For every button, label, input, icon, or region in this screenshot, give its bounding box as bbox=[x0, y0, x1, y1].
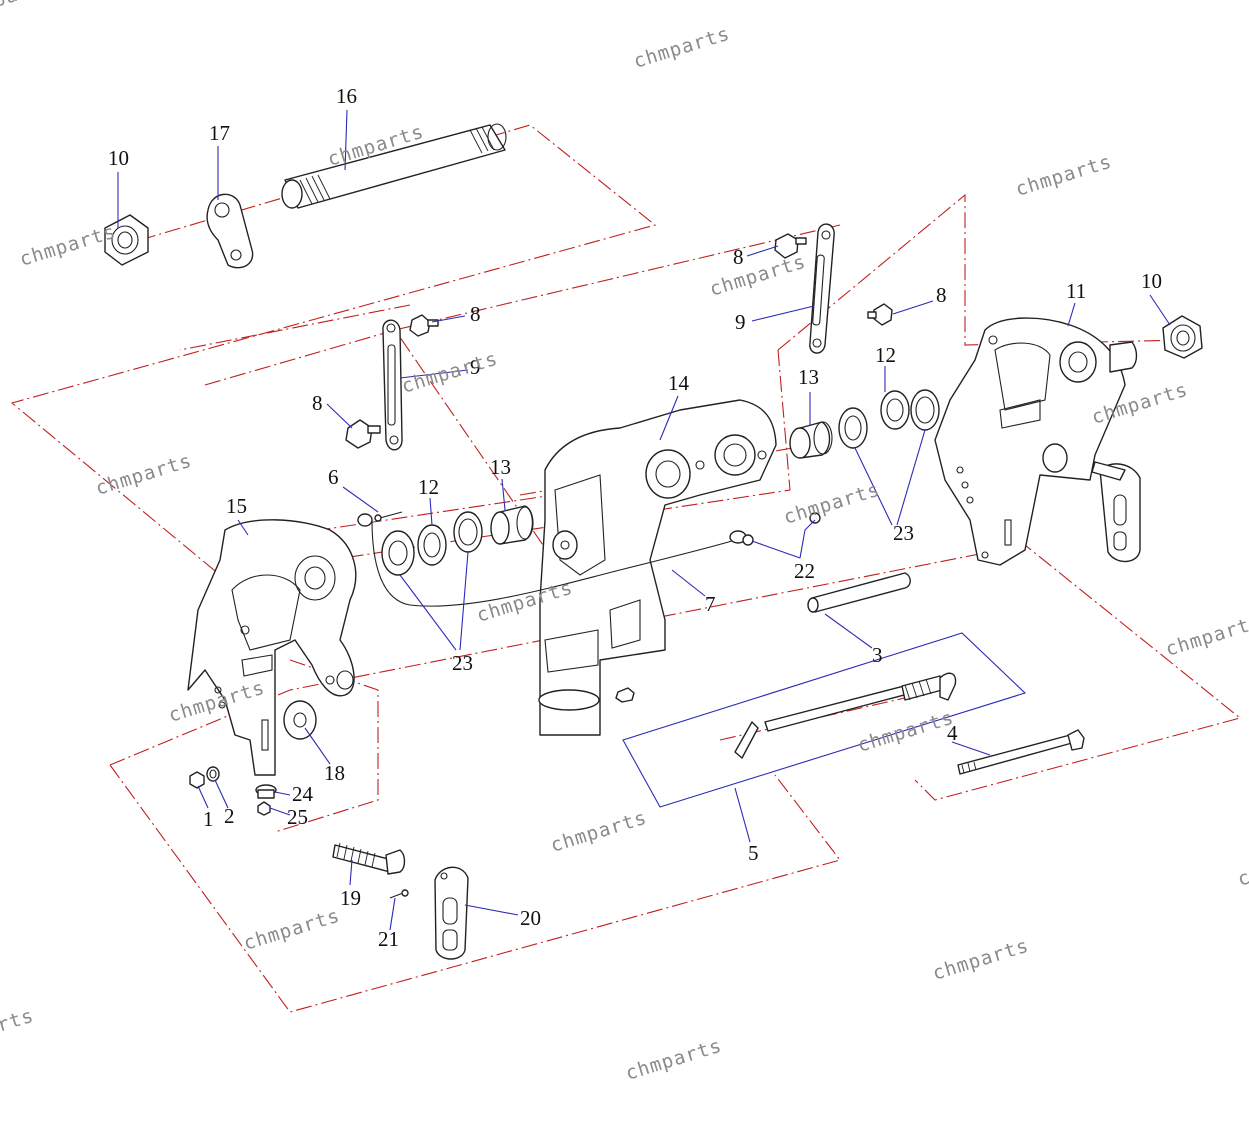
part-8-bolt-left-top bbox=[409, 314, 439, 337]
part-10-nut-right bbox=[1162, 315, 1203, 359]
callout-17: 17 bbox=[209, 121, 230, 145]
part-24-cap bbox=[255, 784, 277, 799]
part-6-pin bbox=[374, 511, 403, 522]
part-16-threaded-tube bbox=[281, 123, 507, 209]
part-2-washer bbox=[206, 766, 220, 782]
callout-5: 5 bbox=[748, 841, 759, 865]
part-11-right-clamp-bracket bbox=[934, 317, 1138, 566]
callout-23-b: 23 bbox=[893, 521, 914, 545]
callout-3: 3 bbox=[872, 643, 883, 667]
callout-18: 18 bbox=[324, 761, 345, 785]
part-12-washers bbox=[417, 390, 910, 566]
watermark: chmparts bbox=[548, 807, 650, 857]
callout-8-c: 8 bbox=[733, 245, 744, 269]
watermark: chmparts bbox=[1163, 611, 1249, 661]
watermark: chmparts bbox=[930, 935, 1032, 985]
callout-8-d: 8 bbox=[936, 283, 947, 307]
part-25-screw bbox=[257, 801, 271, 816]
tilt-lever-right bbox=[1091, 461, 1141, 563]
part-4-long-bolt bbox=[957, 729, 1085, 775]
callout-22: 22 bbox=[794, 559, 815, 583]
grease-nipple bbox=[615, 687, 635, 703]
part-20-lever bbox=[434, 866, 469, 960]
leader-lines bbox=[117, 109, 1171, 931]
part-7-ground-cable bbox=[357, 513, 747, 607]
callout-1: 1 bbox=[203, 807, 214, 831]
part-14-swivel-bracket bbox=[538, 399, 777, 736]
watermark: chmparts bbox=[855, 707, 957, 757]
callout-24: 24 bbox=[292, 782, 314, 806]
watermark: chmparts bbox=[1013, 151, 1115, 201]
part-18-plate bbox=[283, 700, 317, 740]
callout-8-b: 8 bbox=[312, 391, 323, 415]
callout-23-a: 23 bbox=[452, 651, 473, 675]
callout-12-a: 12 bbox=[418, 475, 439, 499]
callout-21: 21 bbox=[378, 927, 399, 951]
watermark: chmparts bbox=[1235, 841, 1249, 891]
watermark: chmparts bbox=[241, 905, 343, 955]
callout-labels: 1 2 3 4 5 6 7 8 8 8 8 9 9 10 10 11 12 12… bbox=[108, 84, 1162, 951]
part-19-spring-rod bbox=[332, 842, 406, 875]
part-8-bolt-right-top bbox=[774, 233, 807, 259]
group-outline-5 bbox=[622, 632, 1027, 808]
callout-11: 11 bbox=[1066, 279, 1086, 303]
watermark: chmparts bbox=[17, 221, 119, 271]
part-1-nut bbox=[189, 771, 205, 789]
callout-7: 7 bbox=[705, 592, 716, 616]
watermark: chmparts bbox=[623, 1035, 725, 1085]
part-13-bushings bbox=[490, 421, 833, 545]
part-10-nut-left bbox=[104, 214, 149, 266]
callout-10-b: 10 bbox=[1141, 269, 1162, 293]
callout-6: 6 bbox=[328, 465, 339, 489]
watermark: chmparts bbox=[631, 23, 733, 73]
part-8-bolt-right-bottom bbox=[867, 303, 893, 326]
callout-4: 4 bbox=[947, 721, 958, 745]
part-15-left-clamp-bracket bbox=[187, 519, 357, 776]
callout-2: 2 bbox=[224, 804, 235, 828]
part-8-bolt-left-bottom bbox=[345, 419, 381, 449]
part-3-tilt-pin bbox=[807, 572, 911, 613]
callout-9-a: 9 bbox=[470, 355, 481, 379]
part-17-tab-washer bbox=[206, 193, 254, 269]
watermark: chmparts bbox=[93, 450, 195, 500]
watermark: chmparts bbox=[0, 0, 57, 23]
callout-14: 14 bbox=[668, 371, 690, 395]
watermark: chmparts bbox=[399, 348, 501, 398]
part-5-tilt-rod-assembly bbox=[734, 672, 957, 759]
callout-25: 25 bbox=[287, 805, 308, 829]
callout-8-a: 8 bbox=[470, 302, 481, 326]
callout-19: 19 bbox=[340, 886, 361, 910]
callout-20: 20 bbox=[520, 906, 541, 930]
callout-12-b: 12 bbox=[875, 343, 896, 367]
part-22-screws bbox=[742, 512, 821, 546]
watermark: chmparts bbox=[781, 479, 883, 529]
part-23-washers bbox=[381, 389, 940, 576]
callout-13-a: 13 bbox=[490, 455, 511, 479]
callout-10-a: 10 bbox=[108, 146, 129, 170]
part-9-link-right bbox=[809, 223, 835, 354]
callout-15: 15 bbox=[226, 494, 247, 518]
watermark: chmparts bbox=[0, 1005, 37, 1055]
callout-16: 16 bbox=[336, 84, 357, 108]
part-9-link-left bbox=[382, 319, 403, 451]
callout-9-b: 9 bbox=[735, 310, 746, 334]
part-21-pin bbox=[389, 889, 409, 899]
watermark: chmparts bbox=[707, 251, 809, 301]
callout-13-b: 13 bbox=[798, 365, 819, 389]
